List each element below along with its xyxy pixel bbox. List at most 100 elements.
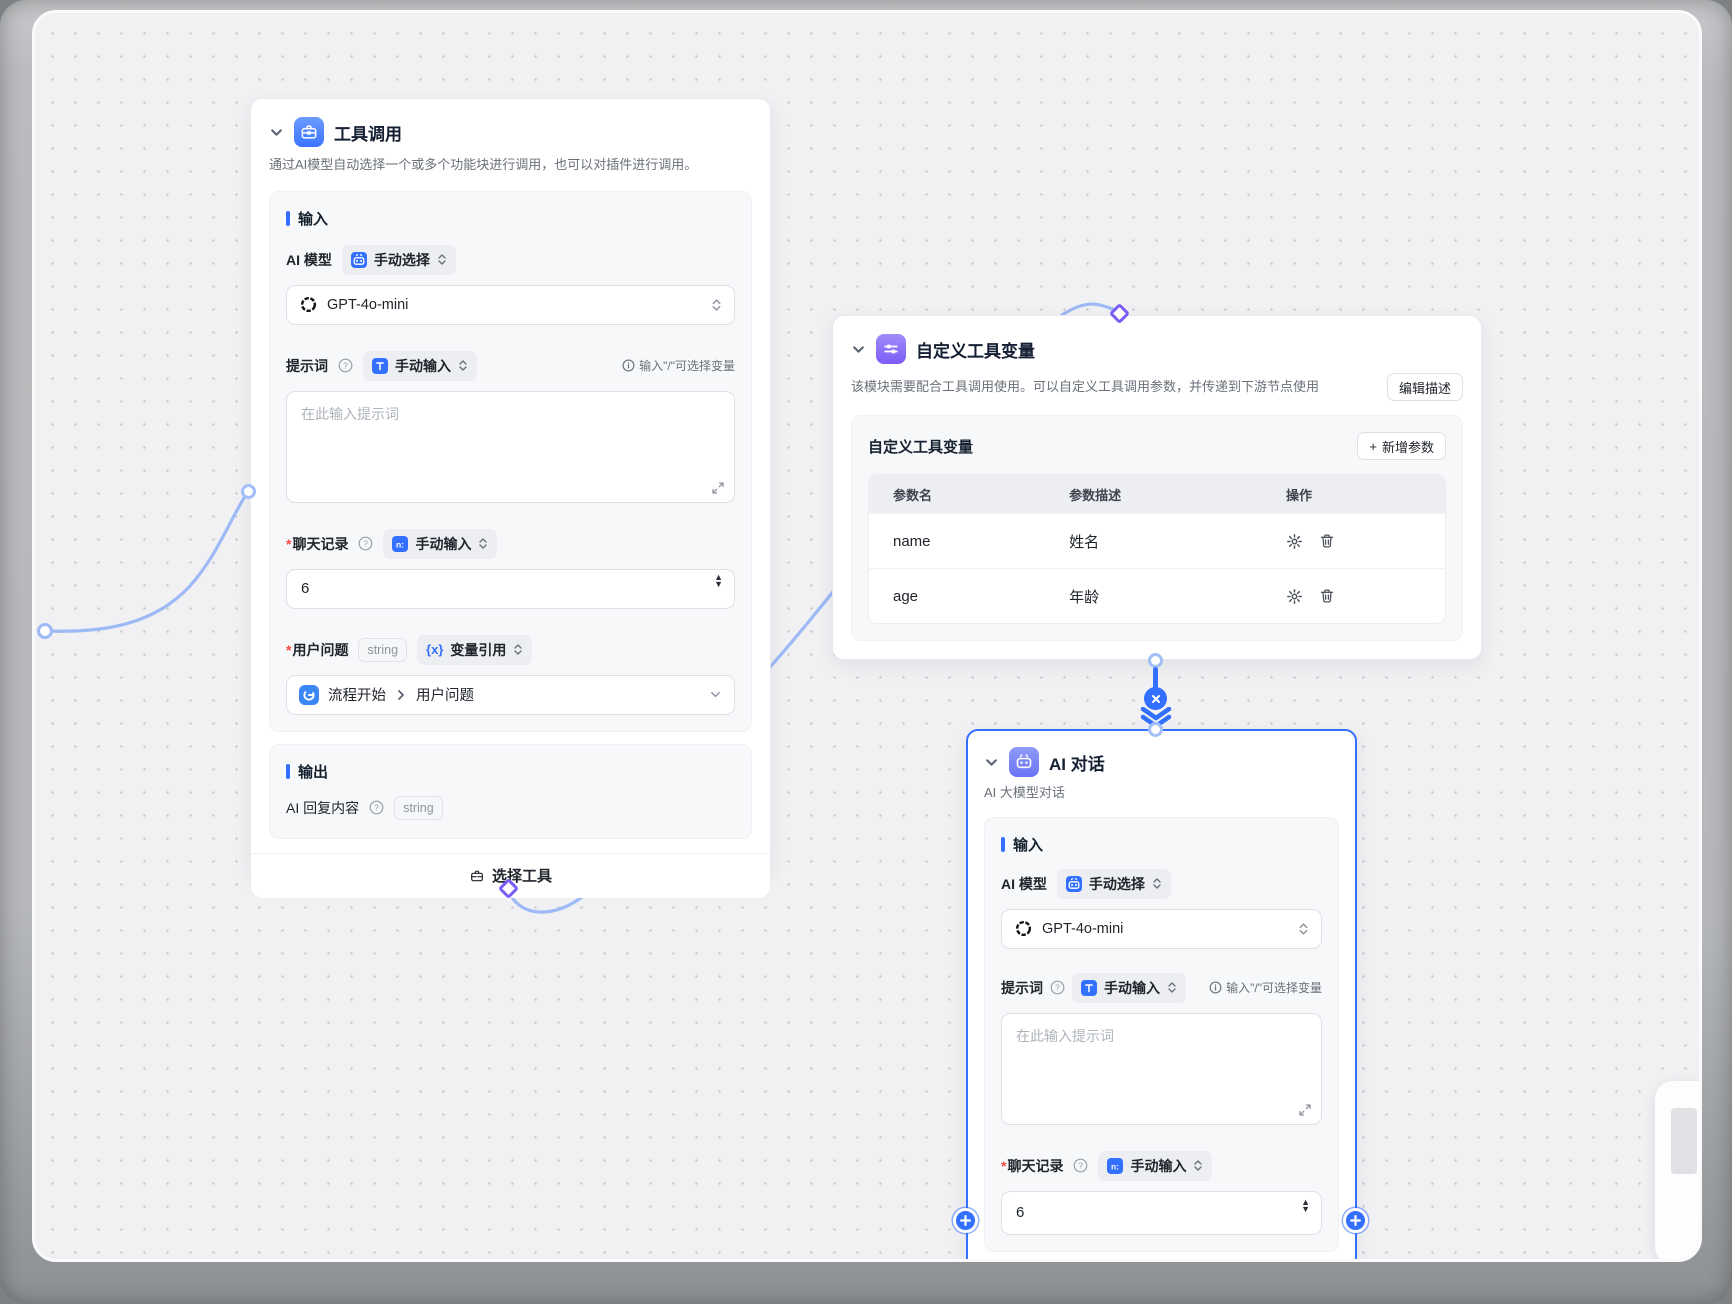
col-param-name: 参数名 <box>893 487 933 503</box>
node-title: 自定义工具变量 <box>916 341 1035 361</box>
ai-chat-input-handle[interactable] <box>1148 722 1163 737</box>
help-icon[interactable]: ? <box>1050 980 1065 995</box>
side-panel-peek[interactable] <box>1655 1081 1699 1259</box>
collapse-chevron-icon[interactable] <box>984 755 999 770</box>
node-title: 工具调用 <box>334 124 402 144</box>
output-handle-diamond[interactable] <box>497 877 520 900</box>
node-custom-tool-variables[interactable]: 自定义工具变量 该模块需要配合工具调用使用。可以自定义工具调用参数，并传递到下游… <box>832 315 1482 660</box>
input-handle-diamond[interactable] <box>1108 302 1131 325</box>
prompt-mode-badge[interactable]: 手动输入 <box>1072 972 1186 1003</box>
svg-text:?: ? <box>364 539 369 549</box>
step-down-icon[interactable]: ▼ <box>714 579 723 590</box>
type-tag: string <box>358 637 408 662</box>
updown-chevron-icon <box>712 299 721 311</box>
disconnect-icon[interactable] <box>1144 687 1167 710</box>
add-node-handle-right[interactable] <box>1343 1208 1368 1233</box>
model-mode-badge[interactable]: 手动选择 <box>1056 868 1171 899</box>
number-input-icon: n: <box>1107 1157 1124 1174</box>
updown-chevron-icon <box>1153 878 1161 890</box>
help-icon[interactable]: ? <box>1073 1158 1088 1173</box>
chat-history-mode-badge[interactable]: n: 手动输入 <box>1098 1150 1213 1181</box>
number-input-icon: n: <box>392 535 409 552</box>
chat-history-label: *聊天记录 <box>1001 1157 1064 1174</box>
gear-icon[interactable] <box>1286 533 1303 550</box>
output-label: AI 回复内容 <box>286 799 360 816</box>
variable-ref-icon: {x} <box>426 642 444 658</box>
updown-chevron-icon <box>1168 982 1176 994</box>
node-tool-call[interactable]: 工具调用 通过AI模型自动选择一个或多个功能块进行调用，也可以对插件进行调用。 … <box>250 98 771 898</box>
chat-history-input[interactable] <box>287 569 734 608</box>
expand-icon[interactable] <box>1298 1103 1312 1117</box>
text-input-icon <box>1081 979 1097 996</box>
side-panel-thumbnail <box>1671 1108 1697 1174</box>
user-question-mode-badge[interactable]: {x} 变量引用 <box>417 634 533 665</box>
table-row: age 年龄 <box>869 568 1445 623</box>
add-node-handle-left[interactable] <box>953 1208 978 1233</box>
model-select-value: GPT-4o-mini <box>327 296 409 313</box>
node-ai-chat[interactable]: AI 对话 AI 大模型对话 输入 AI 模型 手动选择 GPT-4o-mini <box>966 729 1357 1259</box>
model-select[interactable]: GPT-4o-mini <box>1001 908 1322 949</box>
expand-icon[interactable] <box>711 481 725 495</box>
info-icon <box>622 359 635 372</box>
input-panel: 输入 AI 模型 手动选择 GPT-4o-mini 提示词 ? <box>984 816 1339 1252</box>
prompt-mode-label: 手动输入 <box>395 357 451 374</box>
help-icon[interactable]: ? <box>338 358 353 373</box>
svg-text:?: ? <box>343 361 348 371</box>
section-title: 输出 <box>298 763 329 781</box>
prompt-textarea[interactable] <box>1002 1013 1321 1124</box>
variables-panel: 自定义工具变量 +新增参数 参数名 参数描述 操作 name 姓名 <box>851 415 1463 641</box>
variable-reference-select[interactable]: 流程开始 用户问题 <box>286 674 735 715</box>
edge-endpoint-circle[interactable] <box>37 623 53 639</box>
chat-history-input-wrap: ▲▼ <box>1001 1190 1322 1235</box>
info-icon <box>1209 981 1222 994</box>
gear-icon[interactable] <box>1286 588 1303 605</box>
help-icon[interactable]: ? <box>358 536 373 551</box>
add-parameter-button[interactable]: +新增参数 <box>1357 432 1446 460</box>
sliders-icon <box>876 334 906 364</box>
prompt-mode-badge[interactable]: 手动输入 <box>363 350 477 381</box>
trash-icon[interactable] <box>1319 588 1335 604</box>
edit-description-button[interactable]: 编辑描述 <box>1386 373 1463 401</box>
trash-icon[interactable] <box>1319 533 1335 549</box>
prompt-label: 提示词 <box>286 357 328 374</box>
openai-icon <box>300 297 317 313</box>
workflow-canvas[interactable]: 工具调用 通过AI模型自动选择一个或多个功能块进行调用，也可以对插件进行调用。 … <box>32 10 1702 1262</box>
step-down-icon[interactable]: ▼ <box>1301 1204 1310 1215</box>
chat-history-label: *聊天记录 <box>286 535 349 552</box>
svg-text:n:: n: <box>1111 1161 1119 1171</box>
node-description: 通过AI模型自动选择一个或多个功能块进行调用，也可以对插件进行调用。 <box>269 157 698 172</box>
updown-chevron-icon <box>459 360 467 372</box>
collapse-chevron-icon[interactable] <box>269 125 284 140</box>
chat-history-mode-badge[interactable]: n: 手动输入 <box>383 528 498 559</box>
prompt-textarea-wrap <box>286 390 735 503</box>
section-bar <box>1001 836 1005 852</box>
required-asterisk: * <box>1001 1157 1007 1174</box>
robot-icon <box>350 251 367 268</box>
model-mode-badge[interactable]: 手动选择 <box>341 244 456 275</box>
section-title: 输入 <box>1013 836 1044 854</box>
col-param-desc: 参数描述 <box>1069 487 1122 503</box>
help-icon[interactable]: ? <box>369 800 384 815</box>
variables-output-handle[interactable] <box>1148 653 1163 668</box>
param-name: name <box>893 532 931 550</box>
user-question-mode-label: 变量引用 <box>450 641 507 658</box>
node-title: AI 对话 <box>1049 754 1105 774</box>
chat-history-input[interactable] <box>1002 1191 1321 1234</box>
required-asterisk: * <box>286 535 292 552</box>
svg-text:?: ? <box>1055 983 1060 993</box>
prompt-label: 提示词 <box>1001 979 1043 996</box>
variable-hint: 输入"/"可选择变量 <box>1209 979 1322 996</box>
model-select[interactable]: GPT-4o-mini <box>286 284 735 325</box>
prompt-textarea[interactable] <box>287 391 734 502</box>
parameters-table: 参数名 参数描述 操作 name 姓名 age 年龄 <box>868 474 1446 624</box>
updown-chevron-icon <box>1299 923 1308 935</box>
tool-call-input-handle[interactable] <box>241 484 256 499</box>
step-up-icon[interactable]: ▲ <box>1301 1196 1310 1207</box>
ai-model-label: AI 模型 <box>1001 875 1047 892</box>
ai-model-label: AI 模型 <box>286 251 332 268</box>
updown-chevron-icon <box>479 538 488 550</box>
edge-left-to-toolcall[interactable] <box>45 493 248 633</box>
collapse-chevron-icon[interactable] <box>851 342 866 357</box>
updown-chevron-icon <box>438 254 446 266</box>
flow-ref-source: 流程开始 <box>328 688 386 705</box>
